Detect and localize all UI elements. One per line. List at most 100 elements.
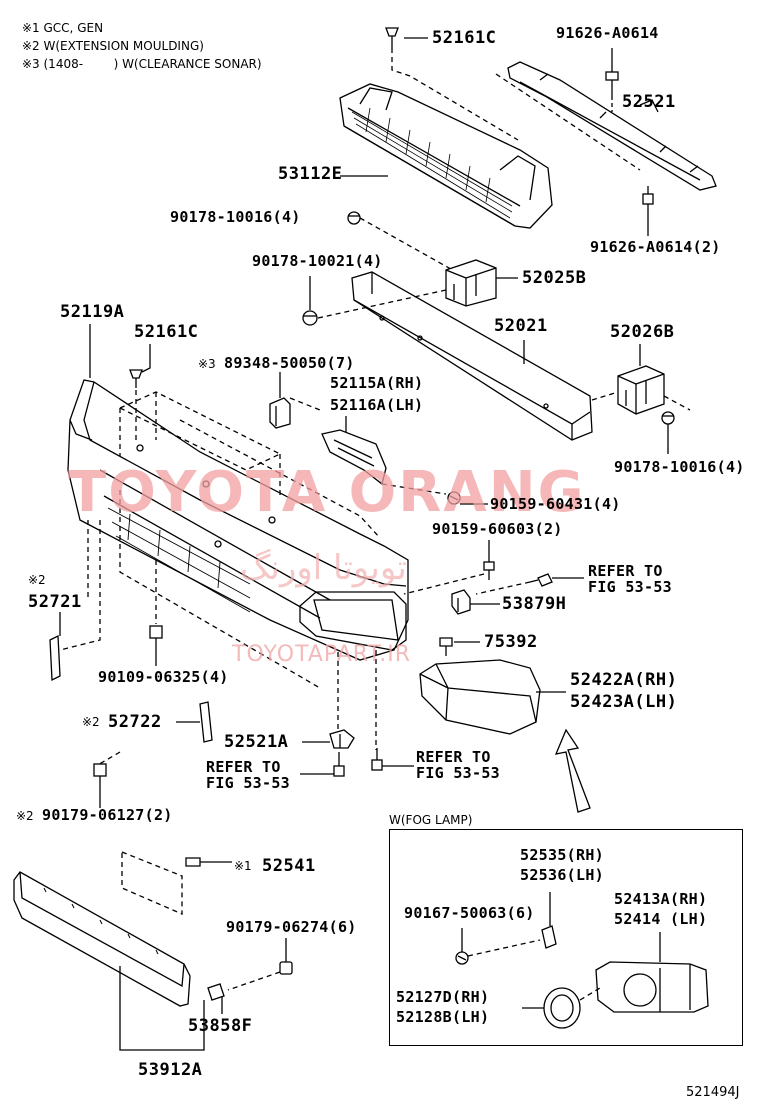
dash-clip-zone: [118, 391, 381, 539]
dash-52115A: [381, 483, 447, 495]
leader-52521: [639, 99, 659, 113]
label-89348-50050[interactable]: 89348-50050(7): [224, 354, 355, 372]
clip-52161C-top: [385, 27, 399, 48]
label-52128B[interactable]: 52128B(LH): [396, 1008, 490, 1026]
label-52127D[interactable]: 52127D(RH): [396, 988, 490, 1006]
label-52541-mark: ※1: [234, 859, 252, 873]
watermark-arabic: تویوتا اورنگ: [240, 548, 407, 588]
label-52025B[interactable]: 52025B: [522, 268, 587, 288]
label-52422A[interactable]: 52422A(RH): [570, 670, 678, 690]
label-52541[interactable]: 52541: [262, 856, 316, 876]
label-52721-mark: ※2: [28, 573, 46, 587]
dash-lower-zone: [59, 490, 377, 767]
leader-53912A: [119, 966, 205, 1051]
watermark-site: TOYOTAPART.IR: [232, 642, 412, 667]
label-refer-1-a[interactable]: REFER TO: [588, 562, 663, 580]
dash-52127D: [579, 987, 601, 1001]
dash-refer-1: [475, 581, 531, 595]
label-53112E[interactable]: 53112E: [278, 164, 343, 184]
bracket-52025B: [445, 259, 497, 307]
label-52722[interactable]: 52722: [108, 712, 162, 732]
label-91626-A0614-2[interactable]: 91626-A0614(2): [590, 238, 721, 256]
bolt-91626-top: [605, 71, 619, 96]
side-retainer-52115A: [321, 429, 387, 486]
label-refer-2-a[interactable]: REFER TO: [206, 758, 281, 776]
label-52413A[interactable]: 52413A(RH): [614, 890, 708, 908]
label-52021[interactable]: 52021: [494, 316, 548, 336]
label-90159-60431[interactable]: 90159-60431(4): [490, 495, 621, 513]
watermark-main: TOYOTA ORANG: [68, 460, 586, 525]
lamp-cover-52422A: [419, 659, 541, 735]
nut-90178-10016-a: [347, 211, 361, 225]
dash-90178-10021: [317, 289, 447, 319]
extension-moulding-53912A: [13, 871, 191, 1007]
label-52535[interactable]: 52535(RH): [520, 846, 604, 864]
label-53912A[interactable]: 53912A: [138, 1060, 203, 1080]
label-90178-10016-a[interactable]: 90178-10016(4): [170, 208, 301, 226]
clip-75392: [439, 637, 453, 656]
bumper-cover-52119A: [67, 379, 409, 661]
label-90179-06127-mark: ※2: [16, 809, 34, 823]
label-52115A[interactable]: 52115A(RH): [330, 374, 424, 392]
dash-90159-60603: [403, 573, 485, 595]
bracket-52026B: [617, 365, 665, 415]
label-52116A[interactable]: 52116A(LH): [330, 396, 424, 414]
bolt-refer-1: [529, 573, 553, 587]
label-90178-10016-b[interactable]: 90178-10016(4): [614, 458, 745, 476]
label-52161C-mid[interactable]: 52161C: [134, 322, 199, 342]
plate-bracket-52541: [121, 851, 201, 915]
label-89348-mark: ※3: [198, 357, 216, 371]
label-53858F[interactable]: 53858F: [188, 1016, 253, 1036]
label-53879H[interactable]: 53879H: [502, 594, 567, 614]
screw-90167: [455, 951, 469, 965]
label-refer-3-a[interactable]: REFER TO: [416, 748, 491, 766]
bracket-53879H: [451, 589, 471, 615]
label-52423A[interactable]: 52423A(LH): [570, 692, 678, 712]
note-1: ※1 GCC, GEN: [22, 21, 104, 35]
label-90179-06274[interactable]: 90179-06274(6): [226, 918, 357, 936]
fog-lamp-box: [389, 829, 743, 1046]
dash-90179-06274: [227, 971, 281, 991]
bolt-91626-bottom: [642, 186, 654, 205]
nut-90178-10021: [302, 310, 318, 326]
label-90159-60603[interactable]: 90159-60603(2): [432, 520, 563, 538]
fog-lamp-box-title: W(FOG LAMP): [389, 813, 473, 827]
fog-lamp-arrow: [554, 728, 591, 813]
label-52521[interactable]: 52521: [622, 92, 676, 112]
clip-90179-06127: [93, 763, 107, 777]
figure-id: 521494J: [686, 1085, 740, 1100]
label-52521A[interactable]: 52521A: [224, 732, 289, 752]
bolt-refer-2: [333, 752, 345, 777]
label-52536[interactable]: 52536(LH): [520, 866, 604, 884]
dash-52026B: [591, 391, 619, 401]
clip-52161C-mid: [129, 369, 143, 388]
label-90167-50063[interactable]: 90167-50063(6): [404, 904, 535, 922]
leader-52161C-mid: [141, 344, 151, 373]
label-52119A[interactable]: 52119A: [60, 302, 125, 322]
label-refer-3-b[interactable]: FIG 53-53: [416, 764, 500, 782]
screw-90159-60603: [483, 561, 495, 580]
label-90179-06127[interactable]: 90179-06127(2): [42, 806, 173, 824]
nut-90178-10016-b: [661, 411, 675, 425]
bracket-52535: [541, 925, 557, 949]
label-75392[interactable]: 75392: [484, 632, 538, 652]
sonar-bracket-89348: [269, 397, 291, 429]
label-91626-A0614-top[interactable]: 91626-A0614: [556, 24, 659, 42]
label-52161C-top[interactable]: 52161C: [432, 28, 497, 48]
note-3: ※3 (1408- ) W(CLEARANCE SONAR): [22, 57, 262, 71]
label-52721[interactable]: 52721: [28, 592, 82, 612]
label-52026B[interactable]: 52026B: [610, 322, 675, 342]
label-52414[interactable]: 52414 (LH): [614, 910, 708, 928]
label-90109-06325[interactable]: 90109-06325(4): [98, 668, 229, 686]
dash-52026B-b: [663, 395, 691, 411]
moulding-52721: [49, 634, 61, 682]
retainer-52521: [507, 61, 717, 191]
retainer-52521A: [329, 729, 355, 749]
dash-52521-a: [495, 73, 641, 171]
dash-90167: [467, 939, 541, 957]
label-90178-10021[interactable]: 90178-10021(4): [252, 252, 383, 270]
label-refer-1-b[interactable]: FIG 53-53: [588, 578, 672, 596]
label-refer-2-b[interactable]: FIG 53-53: [206, 774, 290, 792]
screw-90159-60431: [447, 491, 461, 505]
